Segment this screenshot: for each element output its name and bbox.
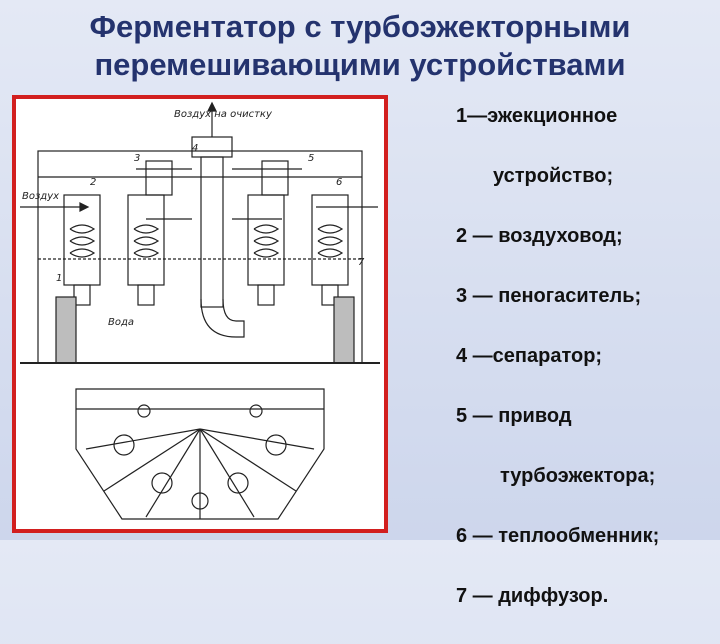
label-n2: 2 xyxy=(90,177,96,188)
legend-item-2: 2 — воздуховод; xyxy=(456,225,623,247)
legend-item-5: 5 — привод xyxy=(456,405,572,427)
legend: 1—эжекционное устройство; 2 — воздуховод… xyxy=(448,104,713,644)
title-line-2: перемешивающими устройствами xyxy=(94,47,626,82)
plan-view xyxy=(75,388,325,520)
fermenter-drawing: Воздух на очистку Воздух Вода 1 2 3 4 5 … xyxy=(20,101,380,520)
label-n3: 3 xyxy=(134,153,140,164)
fermenter-figure: Воздух на очистку Воздух Вода 1 2 3 4 5 … xyxy=(12,95,388,533)
legend-item-5-cont: турбоэжектора; xyxy=(500,465,656,487)
coil-4 xyxy=(317,224,344,258)
legend-item-1: 1—эжекционное xyxy=(456,105,618,127)
legend-item-4: 4 —сепаратор; xyxy=(456,345,603,367)
plan-rays xyxy=(85,428,315,519)
ejector-3 xyxy=(247,194,285,286)
support-left xyxy=(55,296,77,364)
legend-item-6: 6 — теплообменник; xyxy=(456,525,660,547)
title-line-1: Ферментатор с турбоэжекторными xyxy=(89,9,631,44)
label-n1: 1 xyxy=(56,273,62,284)
coil-3 xyxy=(253,224,280,258)
label-n4: 4 xyxy=(192,143,198,154)
label-air: Воздух xyxy=(22,191,59,202)
foam-breaker-right xyxy=(261,160,289,196)
label-n7: 7 xyxy=(358,257,365,268)
label-water: Вода xyxy=(108,317,134,328)
coil-1 xyxy=(69,224,96,258)
legend-item-3: 3 — пеногаситель; xyxy=(456,285,642,307)
ejector-2 xyxy=(127,194,165,286)
ejector-4 xyxy=(311,194,349,286)
label-air-to-cleaning: Воздух на очистку xyxy=(174,109,273,120)
label-n5: 5 xyxy=(308,153,314,164)
slide-title: Ферментатор с турбоэжекторными перемешив… xyxy=(0,8,720,84)
foam-breaker-left xyxy=(145,160,173,196)
air-inlet-arrow-left xyxy=(79,202,90,212)
support-right xyxy=(333,296,355,364)
central-elbow xyxy=(200,298,245,338)
legend-item-7: 7 — диффузор. xyxy=(456,585,609,607)
air-duct-central xyxy=(200,156,224,308)
outlet-arrow xyxy=(207,101,217,112)
label-n6: 6 xyxy=(336,177,342,188)
legend-item-1-cont: устройство; xyxy=(493,165,614,187)
coil-2 xyxy=(133,224,160,258)
